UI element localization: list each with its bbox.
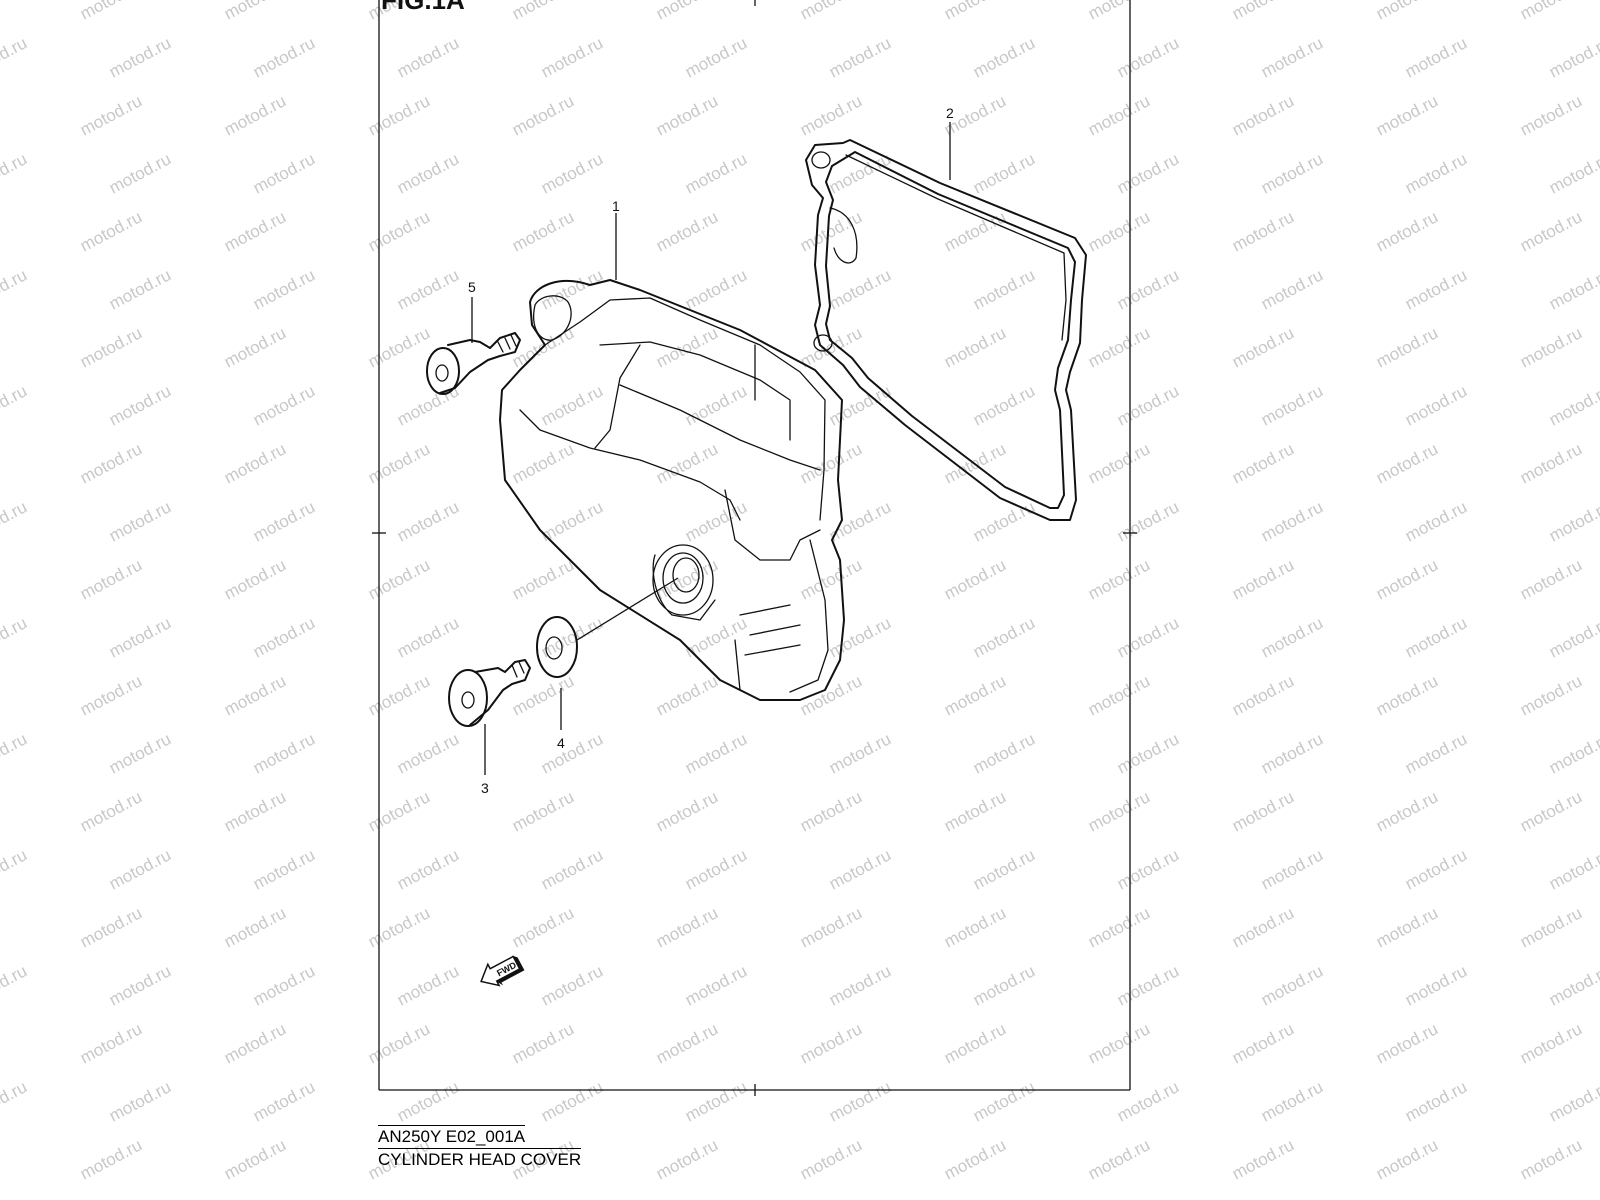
washer-part	[536, 616, 578, 678]
callout-5: 5	[468, 279, 476, 295]
bolt-lower-part	[448, 659, 531, 727]
model-code: AN250Y E02_001A	[378, 1125, 526, 1146]
callout-2: 2	[946, 105, 954, 121]
part-name: CYLINDER HEAD COVER	[378, 1148, 582, 1169]
cylinder-head-cover-part	[499, 279, 845, 701]
callout-4: 4	[557, 735, 565, 751]
callout-1: 1	[612, 198, 620, 214]
callout-3: 3	[481, 780, 489, 796]
gasket-part	[805, 139, 1087, 521]
forward-arrow-icon: FWD	[480, 955, 525, 987]
bolt-upper-part	[426, 332, 521, 395]
figure-label: FIG.1A	[381, 0, 465, 15]
leader-lines	[471, 122, 951, 775]
diagram-frame	[372, 0, 1137, 1096]
